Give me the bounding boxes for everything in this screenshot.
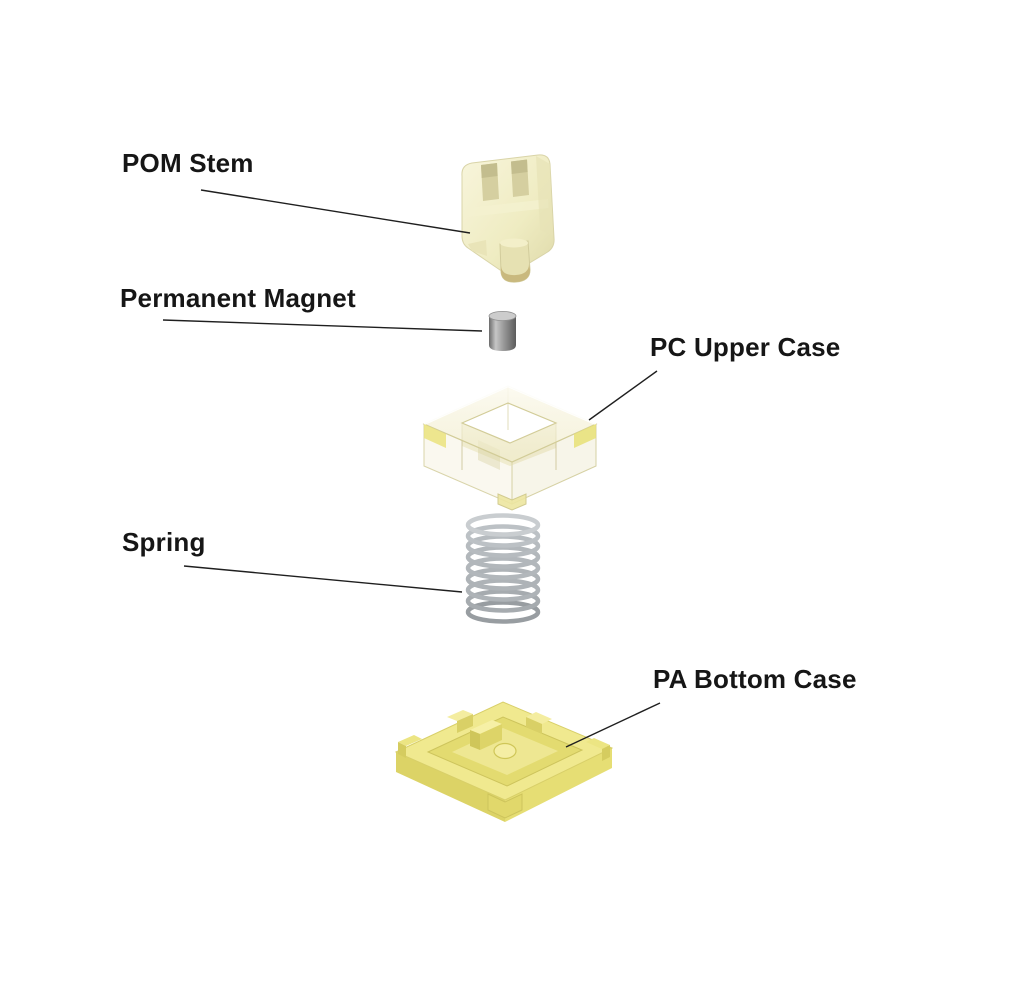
spring-ring-7 [465,578,541,602]
spring-ring-5 [465,556,541,580]
upper-case-front-tab [497,493,527,511]
bottom-case-center-post [493,742,517,760]
upper-case-accent-right [574,424,596,448]
label-permanent-magnet: Permanent Magnet [120,283,356,313]
upper-case-accent-left [424,424,446,448]
bottom-case-clip-topleft-face [457,714,473,733]
upper-case-rim-highlight [423,384,597,426]
label-pom-stem: POM Stem [122,148,254,178]
spring-ring-8 [465,589,541,613]
leader-line-magnet [162,319,483,332]
stem-slot-left-shadow [481,163,498,178]
stem-pole-brass-ring [501,264,530,283]
stem-slot-right-shadow [511,159,528,174]
spring-ring-9 [465,600,541,624]
spring-ring-6 [465,567,541,591]
stem-left-step [468,240,487,256]
bottom-case-side-right [505,748,612,822]
stem-illustration [461,154,555,283]
bottom-case-tab-right-face [602,745,610,761]
bottom-case-side-left [396,752,505,822]
bottom-case-clip-topright-face [526,717,542,734]
magnet-illustration [488,311,517,351]
spring-ring-1 [465,513,541,537]
upper-case-illustration [422,384,598,511]
leader-line-upper-case [588,370,658,421]
leader-lines [162,189,661,748]
bottom-case-front-tab [487,793,523,819]
label-pc-upper-case: PC Upper Case [650,332,841,362]
label-pa-bottom-case: PA Bottom Case [653,664,857,694]
leader-line-spring [183,565,463,593]
label-spring: Spring [122,527,206,557]
bottom-case-clip-topright [526,712,552,724]
bottom-case-illustration [394,701,614,822]
stem-ledge-highlight [468,199,549,217]
spring-illustration [465,513,541,624]
stem-pole-top [500,238,528,248]
magnet-body [489,316,516,351]
bottom-case-tab-right [586,738,610,749]
leader-line-bottom-case [565,702,661,748]
bottom-case-clip-topleft [447,710,473,721]
bottom-case-center-rail-right [480,724,502,750]
bottom-case-center-rail-top [470,720,502,734]
leader-line-stem [200,189,471,234]
magnet-top [488,311,517,321]
bottom-case-center-rail-left [470,730,480,750]
bottom-case-tab-left-face [398,742,406,758]
bottom-case-tab-left [398,735,422,746]
stem-right-edge [536,156,553,236]
spring-ring-2 [465,524,541,548]
